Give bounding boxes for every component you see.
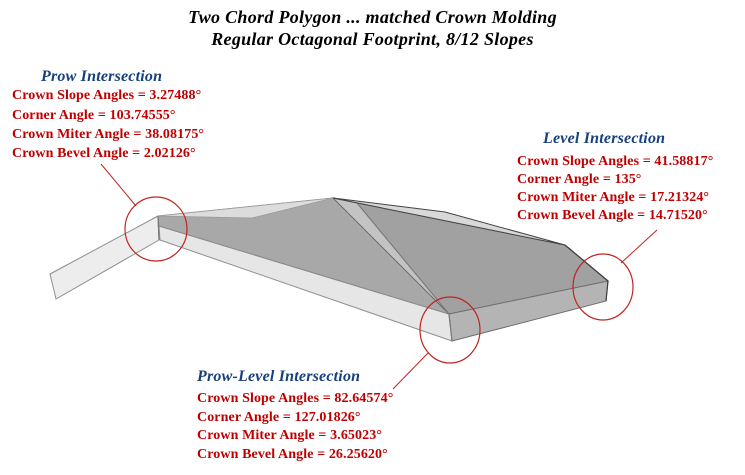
prow-level-marker-circle bbox=[419, 296, 481, 364]
prow-level-corner-edge bbox=[448, 313, 453, 342]
right-ridge-highlight bbox=[332, 197, 566, 246]
prow-miter-angle: Crown Miter Angle = 38.08175° bbox=[12, 127, 205, 142]
level-slope-angles: Crown Slope Angles = 41.58817° bbox=[517, 154, 714, 169]
prow-corner-angle: Corner Angle = 103.74555° bbox=[12, 108, 176, 123]
level-bevel-angle: Crown Bevel Angle = 14.71520° bbox=[517, 208, 708, 223]
level-heading: Level Intersection bbox=[543, 130, 666, 147]
prow-level-heading: Prow-Level Intersection bbox=[197, 368, 361, 385]
prow-level-corner-angle: Corner Angle = 127.01826° bbox=[197, 410, 361, 425]
prow-level-leader-line bbox=[392, 352, 429, 390]
prow-level-bevel-angle: Crown Bevel Angle = 26.25620° bbox=[197, 447, 388, 462]
prow-corner-edge bbox=[157, 215, 160, 241]
prow-bevel-angle: Crown Bevel Angle = 2.02126° bbox=[12, 146, 196, 161]
level-marker-circle bbox=[572, 253, 634, 321]
prow-leader-line bbox=[100, 163, 137, 207]
title-line-1: Two Chord Polygon ... matched Crown Mold… bbox=[188, 7, 557, 27]
title-line-2: Regular Octagonal Footprint, 8/12 Slopes bbox=[211, 29, 534, 49]
prow-level-miter-angle: Crown Miter Angle = 3.65023° bbox=[197, 428, 383, 443]
prow-marker-circle bbox=[124, 196, 188, 262]
prow-level-slope-angles: Crown Slope Angles = 82.64574° bbox=[197, 391, 394, 406]
level-corner-edge bbox=[605, 280, 609, 302]
prow-heading: Prow Intersection bbox=[41, 68, 163, 85]
title-block: Two Chord Polygon ... matched Crown Mold… bbox=[0, 6, 745, 50]
level-miter-angle: Crown Miter Angle = 17.21324° bbox=[517, 190, 710, 205]
prow-slope-angles: Crown Slope Angles = 3.27488° bbox=[12, 88, 202, 103]
right-silhouette-edge bbox=[564, 244, 609, 282]
level-leader-line bbox=[620, 229, 658, 264]
left-ridge-highlight bbox=[157, 197, 334, 219]
level-corner-angle: Corner Angle = 135° bbox=[517, 172, 642, 187]
